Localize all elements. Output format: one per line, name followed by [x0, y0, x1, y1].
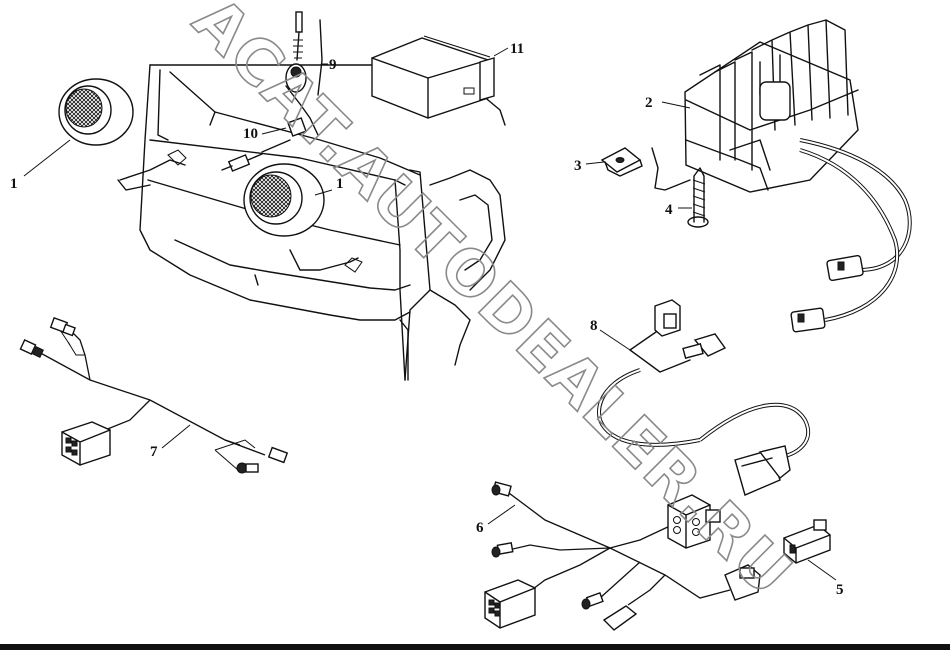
callout-2: 2 — [645, 95, 653, 111]
callout-4: 4 — [665, 202, 673, 218]
cab-front — [117, 64, 506, 381]
callout-1b: 1 — [336, 176, 344, 192]
callout-9: 9 — [329, 57, 337, 73]
small-connector-10 — [221, 117, 307, 172]
relay-switch — [783, 519, 831, 564]
wiring-harness-7 — [19, 317, 289, 474]
callout-labels: 1 1 2 3 4 5 6 7 8 9 10 11 — [10, 41, 844, 598]
headlight-left — [58, 78, 134, 146]
antenna — [285, 11, 323, 136]
clip-nut — [600, 147, 691, 191]
screw — [687, 167, 709, 228]
radio-unit — [371, 35, 495, 119]
callout-5: 5 — [836, 582, 844, 598]
callout-6: 6 — [476, 520, 484, 536]
wiring-harness-6 — [484, 481, 761, 631]
leader-lines — [23, 47, 837, 581]
callout-1a: 1 — [10, 176, 18, 192]
headlight-right — [243, 163, 325, 237]
callout-8: 8 — [590, 318, 598, 334]
wiring-harness-8 — [597, 299, 811, 496]
control-module — [684, 19, 912, 333]
callout-11: 11 — [510, 41, 524, 57]
callout-3: 3 — [574, 158, 582, 174]
callout-10: 10 — [243, 126, 258, 142]
bottom-border — [0, 644, 950, 650]
callout-7: 7 — [150, 444, 158, 460]
